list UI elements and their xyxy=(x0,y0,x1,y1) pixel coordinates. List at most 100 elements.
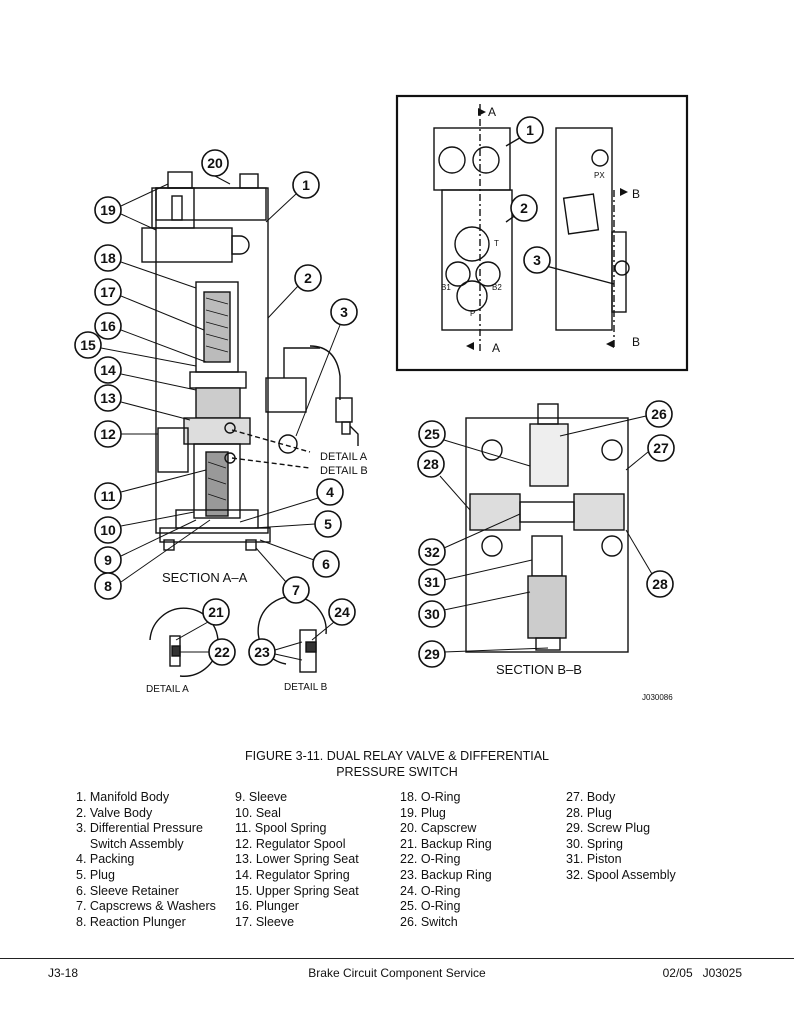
callout-24: 24 xyxy=(334,604,350,620)
callout-13: 13 xyxy=(100,390,116,406)
callout-25: 25 xyxy=(424,426,440,442)
callout-12: 12 xyxy=(100,426,116,442)
part-item: 30. Spring xyxy=(566,836,623,851)
callout-21: 21 xyxy=(208,604,224,620)
part-item: 4. Packing xyxy=(76,852,135,867)
callout-27: 27 xyxy=(653,440,669,456)
figure-3-11-illustration: 20 1 19 18 2 17 3 16 15 14 13 12 11 4 10… xyxy=(74,94,689,702)
part-item: 2. Valve Body xyxy=(76,805,153,820)
part-item: 29. Screw Plug xyxy=(566,821,651,836)
part-item: 21. Backup Ring xyxy=(400,836,492,851)
callout-2: 2 xyxy=(304,270,312,286)
part-item: 11. Spool Spring xyxy=(235,821,327,836)
arrow-a-top: A xyxy=(488,105,496,119)
callout-19: 19 xyxy=(100,202,116,218)
callout-23: 23 xyxy=(254,644,270,660)
port-b2: B2 xyxy=(492,283,502,292)
part-item: 15. Upper Spring Seat xyxy=(235,883,359,898)
callout-16: 16 xyxy=(100,318,116,334)
part-item: 12. Regulator Spool xyxy=(235,836,346,851)
part-item: Switch Assembly xyxy=(76,836,184,851)
port-p: P xyxy=(470,309,475,318)
callout-26: 26 xyxy=(651,406,667,422)
caption-line-2: PRESSURE SWITCH xyxy=(336,765,458,779)
callout-2-ext: 2 xyxy=(520,200,528,216)
part-item: 28. Plug xyxy=(566,805,612,820)
part-item: 23. Backup Ring xyxy=(400,867,492,882)
detail-a-callout: DETAIL A xyxy=(320,451,368,463)
callout-3-ext: 3 xyxy=(533,252,541,268)
figure-caption: FIGURE 3-11. DUAL RELAY VALVE & DIFFEREN… xyxy=(0,748,794,780)
part-item: 6. Sleeve Retainer xyxy=(76,883,179,898)
footer-date-code: 02/05 J03025 xyxy=(662,966,742,980)
part-item: 19. Plug xyxy=(400,805,446,820)
callout-20: 20 xyxy=(207,155,223,171)
part-item: 27. Body xyxy=(566,790,616,804)
callout-28-left: 28 xyxy=(423,456,439,472)
part-item: 18. O-Ring xyxy=(400,790,461,804)
callout-8: 8 xyxy=(104,578,112,594)
callout-22: 22 xyxy=(214,644,230,660)
callout-5: 5 xyxy=(324,516,332,532)
arrow-a-bottom: A xyxy=(492,341,500,355)
exploded-diagram: 20 1 19 18 2 17 3 16 15 14 13 12 11 4 10… xyxy=(74,94,689,702)
part-item: 14. Regulator Spring xyxy=(235,867,350,882)
part-item: 26. Switch xyxy=(400,914,458,929)
callout-1: 1 xyxy=(302,177,310,193)
callout-6: 6 xyxy=(322,556,330,572)
callout-1-ext: 1 xyxy=(526,122,534,138)
part-item: 13. Lower Spring Seat xyxy=(235,852,359,867)
part-item: 7. Capscrews & Washers xyxy=(76,899,216,914)
detail-b-callout: DETAIL B xyxy=(320,465,368,477)
port-b1: B1 xyxy=(441,283,451,292)
part-item: 17. Sleeve xyxy=(235,914,295,929)
callout-9: 9 xyxy=(104,552,112,568)
part-item: 32. Spool Assembly xyxy=(566,867,676,882)
footer-page-number: J3-18 xyxy=(48,966,79,980)
part-item: 9. Sleeve xyxy=(235,790,288,804)
figure-code: J030086 xyxy=(642,693,673,702)
part-item: 1. Manifold Body xyxy=(76,790,170,804)
callout-32: 32 xyxy=(424,544,440,560)
part-item: 5. Plug xyxy=(76,867,115,882)
part-item: 20. Capscrew xyxy=(400,821,477,836)
arrow-b-bottom: B xyxy=(632,335,640,349)
callout-18: 18 xyxy=(100,250,116,266)
section-bb-body xyxy=(465,417,629,653)
arrow-b-top: B xyxy=(632,187,640,201)
port-px: PX xyxy=(594,171,605,180)
callout-7: 7 xyxy=(292,582,300,598)
detail-b-label: DETAIL B xyxy=(284,682,328,693)
footer-title: Brake Circuit Component Service xyxy=(308,966,486,980)
callout-11: 11 xyxy=(101,488,116,504)
part-item: 16. Plunger xyxy=(235,899,299,914)
callout-30: 30 xyxy=(424,606,440,622)
part-item: 22. O-Ring xyxy=(400,852,461,867)
callout-4: 4 xyxy=(326,484,334,500)
caption-line-1: FIGURE 3-11. DUAL RELAY VALVE & DIFFEREN… xyxy=(244,749,550,763)
external-views-frame xyxy=(395,94,689,372)
callout-14: 14 xyxy=(100,362,116,378)
section-aa-label: SECTION A–A xyxy=(162,570,248,585)
part-item: 31. Piston xyxy=(566,852,622,867)
part-item: 25. O-Ring xyxy=(400,899,461,914)
part-item: 10. Seal xyxy=(235,805,281,820)
part-item: 24. O-Ring xyxy=(400,883,461,898)
detail-a-label: DETAIL A xyxy=(146,684,189,695)
callout-10: 10 xyxy=(100,522,116,538)
callout-29: 29 xyxy=(424,646,440,662)
part-item: 3. Differential Pressure xyxy=(76,821,203,836)
section-bb-label: SECTION B–B xyxy=(496,662,582,677)
callout-3: 3 xyxy=(340,304,348,320)
callout-28-right: 28 xyxy=(652,576,668,592)
port-t: T xyxy=(494,239,499,248)
callout-17: 17 xyxy=(100,284,116,300)
footer-divider xyxy=(0,958,794,959)
callout-31: 31 xyxy=(424,574,440,590)
callout-15: 15 xyxy=(80,337,96,353)
part-item: 8. Reaction Plunger xyxy=(76,914,186,929)
